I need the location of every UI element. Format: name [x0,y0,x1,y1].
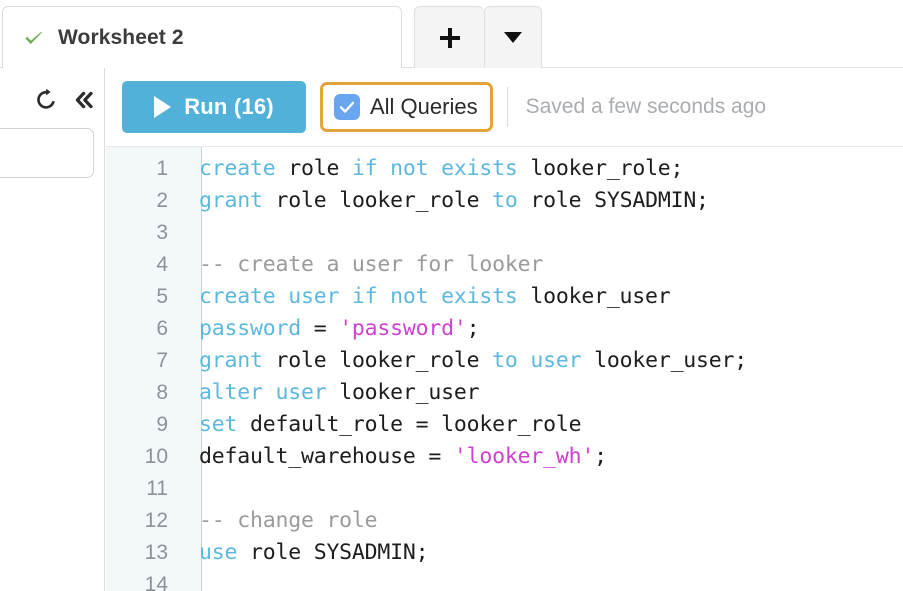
code-line[interactable]: 11 [106,473,903,505]
line-number: 10 [144,445,168,468]
code-line[interactable]: 14 [106,569,903,591]
token-cmt: -- change role [199,508,378,533]
refresh-icon[interactable] [34,88,58,112]
token-kw: grant [199,348,263,373]
editor-gutter [106,147,202,591]
line-content[interactable]: -- create a user for looker [185,249,903,281]
code-line[interactable]: 5 create user if not exists looker_user [106,281,903,313]
line-content[interactable]: -- change role [185,505,903,537]
token-kw: set [199,412,238,437]
line-number: 9 [156,413,168,436]
line-number: 1 [156,157,168,180]
token-pln: ; [594,444,607,469]
line-number: 4 [156,253,168,276]
code-line[interactable]: 9 set default_role = looker_role [106,409,903,441]
code-line[interactable]: 3 [106,217,903,249]
code-line[interactable]: 2 grant role looker_role to role SYSADMIN… [106,185,903,217]
token-pln: role SYSADMIN; [517,188,709,213]
toolbar-divider [506,87,508,127]
line-number: 2 [156,189,168,212]
token-pln: default_warehouse = [199,444,454,469]
token-kw: create user if not exists [199,284,518,309]
line-content[interactable]: grant role looker_role to role SYSADMIN; [185,185,903,217]
token-pln: looker_user [517,284,671,309]
run-button-label: Run (16) [184,94,274,119]
line-content[interactable]: use role SYSADMIN; [185,537,903,569]
line-number: 7 [156,349,168,372]
token-cmt: -- create a user for looker [199,252,544,277]
token-kw: password [199,316,301,341]
line-number: 6 [156,317,168,340]
token-pln: role looker_role [262,188,493,213]
line-content[interactable]: default_warehouse = 'looker_wh'; [185,441,903,473]
token-kw: if not exists [351,156,518,181]
tab-controls [414,6,542,68]
code-line[interactable]: 4 -- create a user for looker [106,249,903,281]
line-number: 5 [156,285,168,308]
token-kw: alter user [199,380,327,405]
add-worksheet-button[interactable] [414,6,484,68]
check-icon [339,101,355,113]
token-kw: to [492,188,518,213]
token-pln: looker_user; [581,348,748,373]
code-line[interactable]: 6 password = 'password'; [106,313,903,345]
tab-title: Worksheet 2 [58,25,184,49]
token-pln: looker_user [326,380,480,405]
token-str: 'looker_wh' [453,444,595,469]
token-pln: = [300,316,340,341]
token-pln: ; [466,316,480,341]
token-pln: role SYSADMIN; [237,540,429,565]
token-kw: create [199,156,276,181]
line-content[interactable]: set default_role = looker_role [185,409,903,441]
code-line[interactable]: 13 use role SYSADMIN; [106,537,903,569]
token-pln: looker_role; [517,156,684,181]
code-line[interactable]: 10 default_warehouse = 'looker_wh'; [106,441,903,473]
token-str: 'password' [339,316,467,341]
line-number: 11 [146,477,168,500]
left-panel [0,68,105,591]
chevron-down-icon [504,32,522,43]
line-content[interactable]: password = 'password'; [185,313,903,345]
all-queries-label: All Queries [370,94,478,119]
code-line[interactable]: 8 alter user looker_user [106,377,903,409]
token-kw: to user [492,348,582,373]
tab-bar: Worksheet 2 [0,0,903,68]
code-line[interactable]: 1 create role if not exists looker_role; [106,153,903,185]
token-kw: grant [199,188,263,213]
worksheet-menu-button[interactable] [484,6,542,68]
left-panel-search-input[interactable] [0,128,94,178]
code-line[interactable]: 7 grant role looker_role to user looker_u… [106,345,903,377]
left-panel-actions [34,88,96,112]
line-content[interactable]: create role if not exists looker_role; [185,153,903,185]
line-number: 8 [156,381,168,404]
check-icon [25,31,43,44]
token-kw: use [199,540,238,565]
token-pln: default_role = looker_role [237,412,582,437]
line-number: 12 [144,509,168,532]
saved-status-text: Saved a few seconds ago [525,95,767,118]
play-icon [154,96,172,118]
run-button[interactable]: Run (16) [122,81,306,133]
code-line[interactable]: 12 -- change role [106,505,903,537]
line-number: 3 [156,221,168,244]
checkbox-box [334,94,360,120]
all-queries-checkbox[interactable]: All Queries [320,82,493,132]
tab-worksheet-2[interactable]: Worksheet 2 [2,6,402,68]
line-content[interactable]: grant role looker_role to user looker_us… [185,345,903,377]
double-chevron-left-icon[interactable] [72,88,96,112]
line-content[interactable]: create user if not exists looker_user [185,281,903,313]
token-pln: role [275,156,352,181]
line-number: 14 [144,573,168,591]
token-pln: role looker_role [262,348,493,373]
plus-icon [439,27,460,48]
line-content[interactable]: alter user looker_user [185,377,903,409]
editor-toolbar: Run (16) All Queries Saved a few seconds… [106,68,903,146]
line-number: 13 [144,541,168,564]
